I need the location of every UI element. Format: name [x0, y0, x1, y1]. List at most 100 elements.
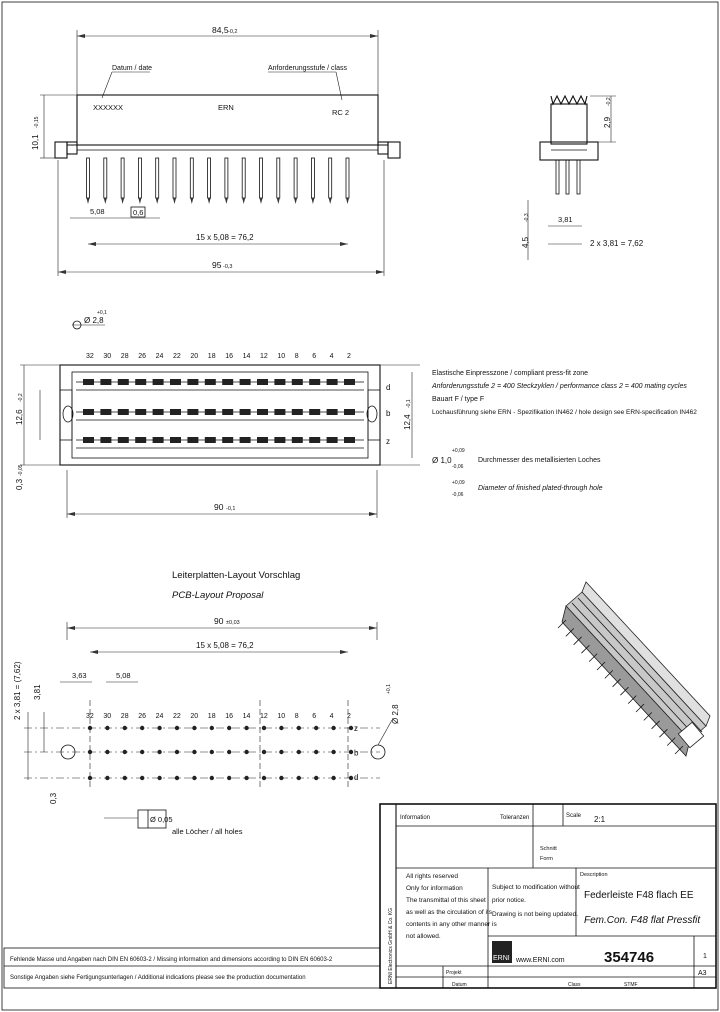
pcb-hole — [244, 749, 249, 755]
pcb-hole — [261, 775, 267, 781]
top-column-number: 14 — [243, 353, 251, 360]
layout-column-number: 28 — [121, 713, 129, 720]
front-height-tol: -0,15 — [34, 116, 40, 128]
contact-slot — [117, 437, 129, 443]
pcb-hole — [105, 749, 110, 755]
layout-vert-dim: 2 x 3,81 = (7,62) — [13, 661, 22, 720]
contact-slot — [117, 379, 129, 385]
pcb-hole — [244, 725, 249, 731]
contact-slot — [344, 437, 355, 443]
contact-slot — [326, 379, 338, 385]
layout-holes — [24, 700, 380, 790]
contact-slot — [257, 379, 268, 385]
note-line-3: Bauart F / type F — [432, 396, 484, 403]
pcb-hole — [279, 749, 284, 755]
layout-column-number: 32 — [86, 713, 94, 720]
top-left-dim: 12,6 — [15, 409, 24, 425]
hole-plus-2: +0,09 — [452, 480, 465, 486]
contact-slot — [239, 379, 251, 385]
notes: Elastische Einpresszone / compliant pres… — [431, 370, 697, 498]
pcb-hole — [279, 725, 284, 731]
layout-column-number: 10 — [277, 713, 285, 720]
contact-slot — [257, 409, 268, 415]
hole-plus: +0,09 — [452, 448, 465, 454]
hole-minus-2: -0,06 — [452, 492, 464, 498]
front-pitch-total: 15 x 5,08 = 76,2 — [196, 233, 254, 242]
class-label: Anforderungsstufe / class — [268, 65, 347, 72]
pcb-hole — [314, 725, 319, 731]
layout-pitch: 5,08 — [116, 671, 131, 680]
std-label: STMF — [624, 982, 638, 988]
layout-mount-hole-left — [60, 744, 76, 760]
contact-slot — [291, 409, 303, 415]
contact-slot — [135, 379, 147, 385]
top-column-number: 32 — [86, 353, 94, 360]
front-pin — [276, 157, 281, 199]
pcb-hole — [157, 749, 162, 755]
top-column-number: 28 — [121, 353, 129, 360]
front-pin — [293, 157, 298, 199]
layout-width-tol: ±0,03 — [226, 620, 240, 626]
scale-value: 2:1 — [594, 815, 606, 824]
contact-slot — [187, 409, 199, 415]
contact-slot — [135, 409, 147, 415]
top-width-dim: 90 — [214, 502, 224, 512]
rights-line-5: contents in any other manner is — [406, 921, 497, 928]
layout-hole-dim: Ø 2,8 — [391, 704, 400, 724]
contact-slot — [291, 379, 303, 385]
svg-text:ERNI: ERNI — [493, 955, 510, 962]
top-hole-dim: Ø 2,8 — [84, 316, 104, 325]
contact-slot — [170, 409, 181, 415]
contact-slot — [187, 379, 199, 385]
pcb-hole — [122, 725, 128, 731]
front-pin — [120, 157, 125, 199]
project-label: Projekt — [446, 970, 462, 976]
front-pin — [189, 157, 194, 199]
contact-slot — [204, 379, 216, 385]
contact-slot — [83, 437, 94, 443]
contact-slot — [152, 379, 164, 385]
pcb-hole — [105, 725, 110, 731]
pcb-hole — [331, 725, 336, 731]
top-column-number: 18 — [208, 353, 216, 360]
top-column-number: 30 — [103, 353, 111, 360]
hole-symbol: Ø 1,0 — [432, 456, 452, 465]
top-column-number: 16 — [225, 353, 233, 360]
pcb-hole — [209, 775, 214, 781]
pcb-hole — [174, 775, 180, 781]
footer-line-2: Sonstige Angaben siehe Fertigungsunterla… — [10, 975, 306, 981]
rights-line-6: not allowed. — [406, 933, 441, 940]
contact-slot — [204, 437, 216, 443]
contact-slot — [326, 409, 338, 415]
contact-slot — [291, 437, 303, 443]
top-left-tol: -0,2 — [18, 393, 24, 402]
contact-slot — [152, 409, 164, 415]
front-height-dim: 10,1 — [31, 134, 40, 150]
front-overall-tol: -0,3 — [223, 264, 232, 270]
part-number: 354746 — [604, 949, 654, 966]
layout-width-dim: 90 — [214, 616, 224, 626]
top-column-number: 6 — [312, 353, 316, 360]
description-label: Description — [580, 872, 608, 878]
description-de: Federleiste F48 flach EE — [584, 890, 694, 901]
pcb-hole — [192, 775, 197, 781]
top-row-label-z: z — [386, 437, 390, 446]
contact-slot — [83, 379, 94, 385]
contact-slot — [274, 379, 286, 385]
hole-minus: -0,06 — [452, 464, 464, 470]
layout-pitch-total: 15 x 5,08 = 76,2 — [196, 641, 254, 650]
top-bottom-left-tol: -0,05 — [18, 464, 24, 476]
layout-title-de: Leiterplatten-Layout Vorschlag — [172, 570, 300, 581]
front-pin — [310, 157, 315, 199]
contact-slot — [309, 437, 321, 443]
erni-logo: ERNI — [492, 941, 512, 963]
pcb-hole — [122, 749, 128, 755]
note-line-4: Lochausführung siehe ERN - Spezifikation… — [432, 409, 697, 416]
top-width-tol: -0,1 — [226, 506, 235, 512]
web-address: www.ERNI.com — [515, 957, 565, 964]
top-column-number: 2 — [347, 353, 351, 360]
rights-line-2: Only for information — [406, 885, 463, 892]
